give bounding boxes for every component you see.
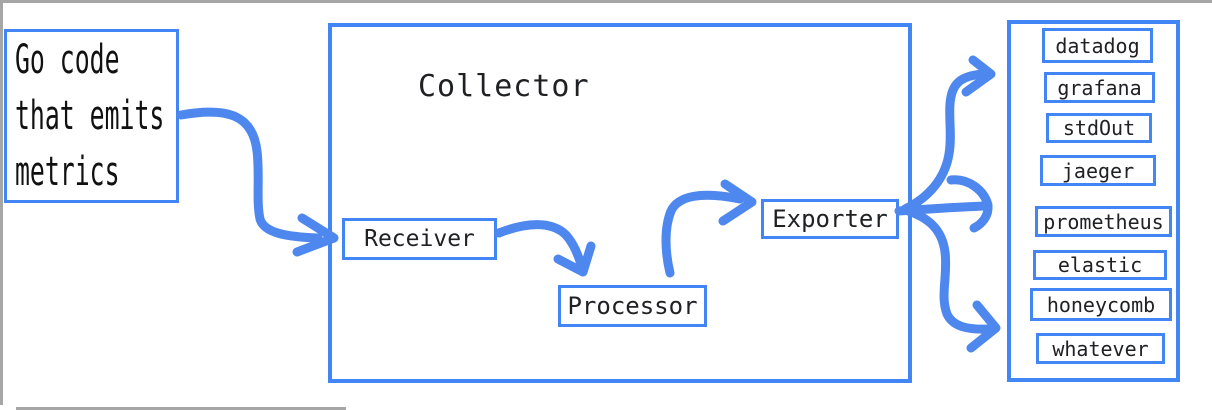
arrow-source-to-receiver <box>176 107 339 257</box>
source-line-3: metrics <box>15 149 120 195</box>
frame-bottom-border <box>16 407 346 410</box>
collector-title: Collector <box>418 69 590 104</box>
source-box: Go code that emits metrics <box>4 29 179 203</box>
frame-left-border <box>0 0 3 405</box>
source-line-2: that emits <box>15 93 165 139</box>
arrow-exporter-to-bottom-sinks <box>900 205 1001 353</box>
sink-elastic: elastic <box>1033 250 1167 280</box>
sink-honeycomb: honeycomb <box>1030 288 1172 321</box>
sink-stdout: stdOut <box>1046 113 1152 143</box>
source-line-1: Go code <box>15 37 120 83</box>
sink-grafana: grafana <box>1044 72 1155 103</box>
sink-jaeger: jaeger <box>1040 155 1156 186</box>
receiver-box: Receiver <box>342 218 497 260</box>
sink-datadog: datadog <box>1042 28 1153 63</box>
sink-whatever: whatever <box>1036 333 1165 364</box>
source-box-label: Go code that emits metrics <box>15 32 164 200</box>
exporter-box: Exporter <box>761 199 899 239</box>
arrow-exporter-to-top-sinks <box>900 55 996 214</box>
processor-box: Processor <box>558 285 707 327</box>
frame-top-border <box>0 0 1212 3</box>
sink-prometheus: prometheus <box>1035 206 1172 237</box>
arrow-exporter-to-middle-sinks <box>894 175 993 233</box>
